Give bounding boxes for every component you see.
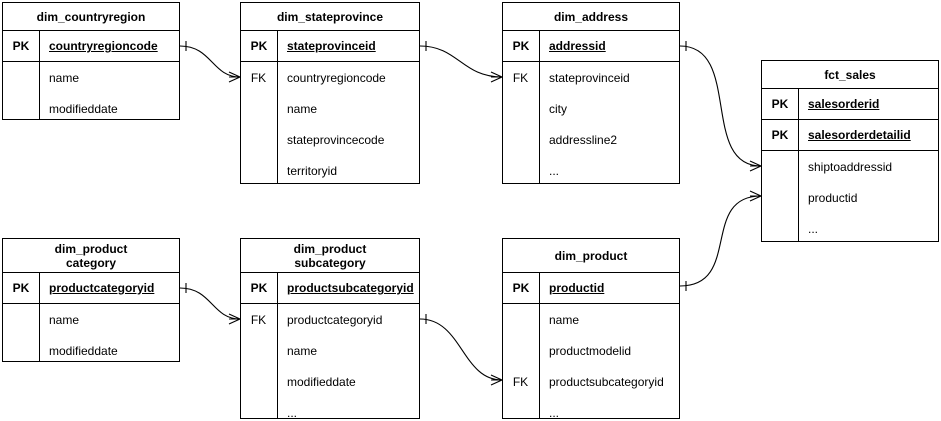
field-row: ...: [549, 405, 560, 420]
key-field-name: productsubcategoryid: [287, 281, 414, 295]
key-label: PK: [241, 273, 278, 303]
entity-title: dim_product subcategory: [241, 239, 419, 273]
key-field-name: countryregioncode: [49, 39, 158, 53]
field-row: name: [49, 312, 80, 327]
entity-title: fct_sales: [762, 61, 938, 89]
field-row: addressline2: [549, 132, 618, 147]
key-label: PK: [503, 273, 540, 303]
field-row: name: [287, 101, 318, 116]
entity-body: FK name productmodelid productsubcategoryid…: [503, 304, 679, 420]
field-row: modifieddate: [49, 343, 118, 358]
relationship-stateprovince-to-address: [419, 41, 503, 83]
field-list: name modifieddate: [40, 304, 179, 361]
field-row: city: [549, 101, 567, 116]
key-field-name: stateprovinceid: [287, 39, 376, 53]
relationship-product-to-fctsales: [679, 190, 762, 291]
body-key-column: FK: [503, 62, 540, 183]
key-row: PK countryregioncode: [3, 31, 179, 62]
field-row: productsubcategoryid: [549, 374, 664, 389]
entity-body: shiptoaddressid productid...: [762, 151, 938, 241]
field-row: productmodelid: [549, 343, 632, 358]
relationship-subcategory-to-product: [419, 314, 503, 386]
key-row: PK addressid: [503, 31, 679, 62]
key-label: PK: [241, 31, 278, 61]
entity-title: dim_countryregion: [3, 3, 179, 31]
field-row: productcategoryid: [287, 312, 383, 327]
field-list: productcategoryid name modifieddate...: [278, 304, 419, 420]
key-label: PK: [3, 31, 40, 61]
key-field-name: addressid: [549, 39, 606, 53]
relationship-productcategory-to-subcategory: [179, 283, 241, 325]
key-field-name: salesorderdetailid: [808, 128, 911, 142]
body-key-column: FK: [241, 62, 278, 183]
entity-title: dim_product category: [3, 239, 179, 273]
key-label: PK: [762, 120, 799, 150]
field-row: name: [49, 70, 80, 85]
key-row: PK stateprovinceid: [241, 31, 419, 62]
field-list: shiptoaddressid productid...: [799, 151, 938, 241]
foreign-key-label: FK: [512, 375, 529, 389]
field-row: productid: [808, 190, 858, 205]
field-row: ...: [808, 221, 819, 236]
key-field-name: salesorderid: [808, 97, 880, 111]
foreign-key-label: FK: [250, 71, 267, 85]
field-row: countryregioncode: [287, 70, 386, 85]
key-row: PK productcategoryid: [3, 273, 179, 304]
entity-body: name modifieddate: [3, 304, 179, 361]
key-row: PK productid: [503, 273, 679, 304]
key-label: PK: [503, 31, 540, 61]
key-field-name: productid: [549, 281, 605, 295]
key-label: PK: [762, 89, 799, 119]
key-row: PK productsubcategoryid: [241, 273, 419, 304]
field-row: stateprovinceid: [549, 70, 630, 85]
key-row: PK salesorderid: [762, 89, 938, 120]
body-key-column: [762, 151, 799, 241]
field-list: countryregioncode name stateprovincecode te…: [278, 62, 419, 183]
field-list: name modifieddate: [40, 62, 179, 119]
relationship-address-to-fctsales: [679, 41, 762, 172]
field-row: name: [549, 312, 580, 327]
key-row: PK salesorderdetailid: [762, 120, 938, 151]
body-key-column: [3, 62, 40, 119]
entity-title: dim_product: [503, 239, 679, 273]
field-list: stateprovinceid city addressline2...: [540, 62, 679, 183]
field-row: ...: [287, 405, 298, 420]
field-row: stateprovincecode: [287, 132, 385, 147]
field-row: modifieddate: [49, 101, 118, 116]
field-list: name productmodelid productsubcategoryid..…: [540, 304, 679, 420]
entity-body: FK countryregioncode name stateprovincecode…: [241, 62, 419, 183]
relationship-countryregion-to-stateprovince: [179, 41, 241, 83]
field-row: territoryid: [287, 163, 338, 178]
entity-body: name modifieddate: [3, 62, 179, 119]
field-row: shiptoaddressid: [808, 159, 893, 174]
field-row: modifieddate: [287, 374, 356, 389]
field-row: ...: [549, 163, 560, 178]
key-label: PK: [3, 273, 40, 303]
foreign-key-label: FK: [250, 313, 267, 327]
body-key-column: FK: [503, 304, 540, 418]
entity-title: dim_address: [503, 3, 679, 31]
entity-body: FK stateprovinceid city addressline2...: [503, 62, 679, 183]
field-row: name: [287, 343, 318, 358]
key-field-name: productcategoryid: [49, 281, 155, 295]
foreign-key-label: FK: [512, 71, 529, 85]
entity-title: dim_stateprovince: [241, 3, 419, 31]
body-key-column: FK: [241, 304, 278, 418]
entity-body: FK productcategoryid name modifieddate...: [241, 304, 419, 420]
body-key-column: [3, 304, 40, 361]
